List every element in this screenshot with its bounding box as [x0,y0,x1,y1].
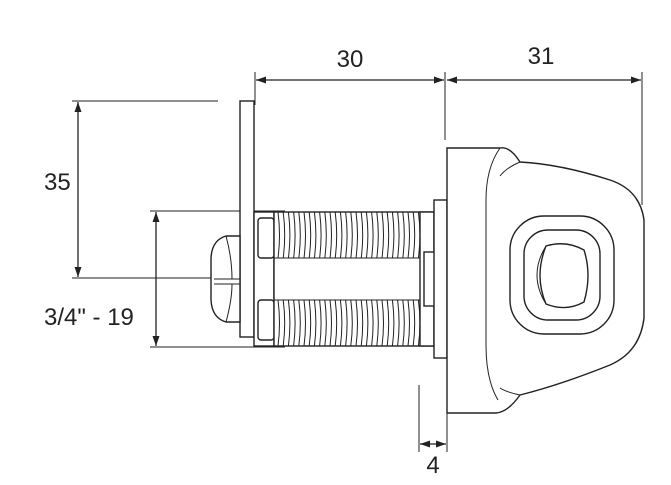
thread-ridge [365,211,369,259]
thread-ridge [329,211,332,259]
thread-ridge [282,211,286,259]
thread-ridge [298,211,301,259]
thread-ridge [355,211,358,259]
dimension-label-head-length: 31 [528,43,555,70]
key-slot [539,243,589,309]
dimension-flange-thickness: 4 [418,385,448,479]
flange-collar [433,199,448,359]
thread-ridge [287,299,291,347]
thread-ridge [345,299,348,347]
thread-ridge [277,211,280,259]
thread-ridge [407,299,410,347]
thread-ridge [308,299,312,347]
thread-ridge [329,299,332,347]
thread-ridge [334,211,338,259]
thread-ridge [324,211,327,259]
thread-ridge [287,211,291,259]
dimension-label-overall-length: 30 [337,46,364,73]
thread-ridge [313,211,317,259]
washer-bottom [257,299,275,341]
thread-ridge [386,211,390,259]
thread-ridge [381,211,384,259]
thread-ridge [365,299,369,347]
thread-ridge [412,211,416,259]
thread-ridge [308,211,312,259]
thread-ridge [293,299,296,347]
thread-ridge [355,299,358,347]
thread-ridge [402,211,405,259]
thread-ridge [360,211,364,259]
thread-ridge [345,211,348,259]
thread-ridge [277,299,280,347]
dimension-label-flange-thickness: 4 [426,452,439,479]
keyway [509,215,615,335]
thread-ridge [319,211,322,259]
thread-ridge [324,299,327,347]
thread-ridge [360,299,364,347]
thread-ridge [298,299,301,347]
thread-ridge [376,211,379,259]
threaded-shank [273,211,445,347]
thread-ridge [376,299,379,347]
dimension-label-thread: 3/4" - 19 [44,304,134,331]
thread-ridge [303,211,306,259]
thread-ridge [339,299,343,347]
mounting-plate [239,100,255,338]
thread-ridge [313,299,317,347]
thread-ridge [407,211,410,259]
thread-ridge [397,299,400,347]
thread-ridge [391,299,395,347]
thread-ridge [303,299,306,347]
dimension-overall-length: 30 [254,46,446,140]
dimension-head-length: 31 [447,43,643,205]
thread-ridge [319,299,322,347]
thread-ridge [350,211,353,259]
thread-ridge [339,211,343,259]
thread-ridge [381,299,384,347]
thread-ridge [371,211,374,259]
bolt-head [210,235,241,323]
dimension-label-flange-height: 35 [44,169,71,196]
thread-ridge [334,299,338,347]
thread-ridge [412,299,416,347]
thread-ridge [350,299,353,347]
thread-ridge [397,211,400,259]
thread-ridge [391,211,395,259]
dimension-thread: 3/4" - 19 [44,210,285,348]
thread-ridge [282,299,286,347]
thread-ridge [386,299,390,347]
thread-ridge [293,211,296,259]
thread-ridge [371,299,374,347]
thread-ridge [402,299,405,347]
washer-top [257,217,275,259]
